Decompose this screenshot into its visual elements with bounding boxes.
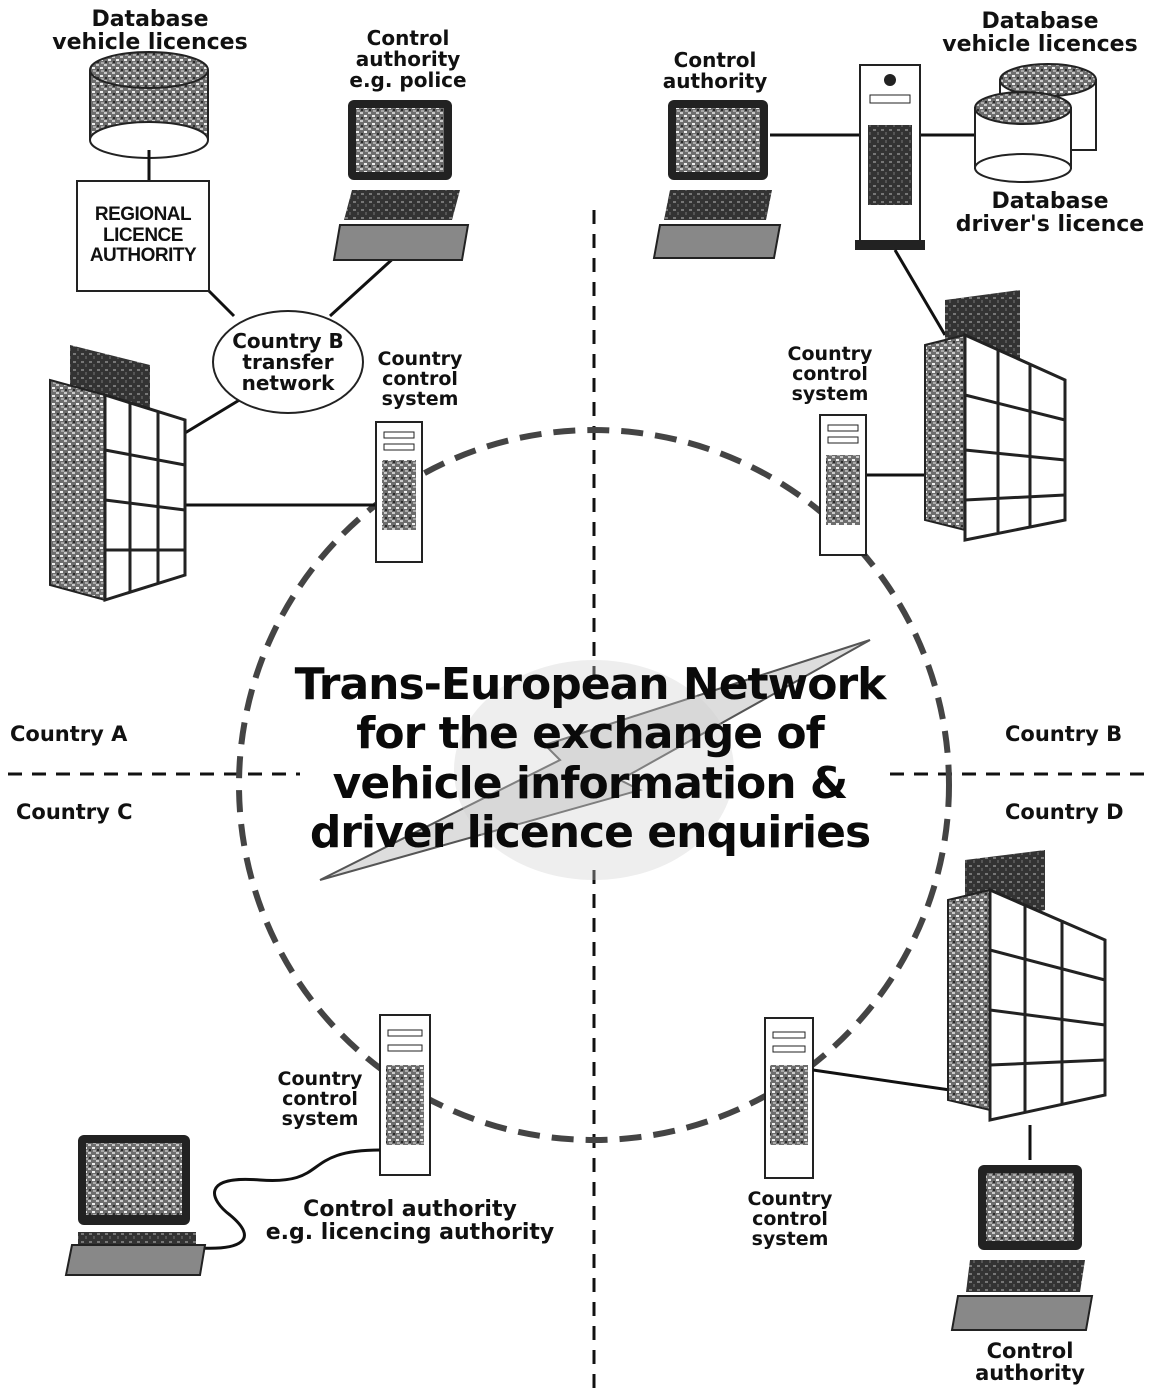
label-line: Country bbox=[787, 343, 873, 365]
regional-licence-authority-box: REGIONAL LICENCE AUTHORITY bbox=[76, 180, 210, 292]
label-line: authority bbox=[355, 47, 461, 71]
control-authority-police-label: Control authority e.g. police bbox=[338, 28, 478, 91]
label-line: AUTHORITY bbox=[89, 245, 197, 267]
label-line: system bbox=[281, 1107, 359, 1130]
title-line: Trans-European Network bbox=[294, 659, 887, 710]
server-tower-icon bbox=[764, 1017, 814, 1179]
database-cylinder-icon bbox=[89, 51, 209, 159]
control-authority-licencing-label: Control authority e.g. licencing authori… bbox=[255, 1198, 565, 1244]
country-d-label: Country D bbox=[1005, 800, 1124, 824]
label-line: system bbox=[381, 387, 459, 410]
database-vehicle-licences-label: Database vehicle licences bbox=[40, 8, 260, 54]
label-line: Country bbox=[747, 1188, 833, 1210]
country-control-system-label: Country control system bbox=[360, 348, 480, 410]
label-line: Country bbox=[377, 348, 463, 370]
label-line: authority bbox=[662, 69, 768, 93]
server-tower-icon bbox=[375, 421, 423, 563]
label-line: LICENCE bbox=[103, 224, 183, 246]
police-computer-icon bbox=[332, 100, 470, 261]
label-line: Control authority bbox=[303, 1197, 517, 1222]
database-vehicle-licences-label: Database vehicle licences bbox=[930, 10, 1150, 56]
title-line: vehicle information & bbox=[332, 757, 849, 809]
label-line: control bbox=[282, 1087, 358, 1110]
control-authority-computer-icon bbox=[950, 1165, 1094, 1331]
label-line: transfer bbox=[242, 349, 334, 374]
label-line: Country B bbox=[232, 328, 344, 353]
label-line: Control bbox=[986, 1339, 1074, 1363]
building-icon bbox=[49, 345, 187, 603]
label-line: Database bbox=[91, 7, 209, 32]
label-line: REGIONAL bbox=[94, 203, 192, 225]
lightning-bolt-icon bbox=[319, 639, 871, 881]
country-b-label: Country B bbox=[1005, 722, 1123, 746]
label-line: control bbox=[752, 1207, 828, 1230]
building-icon bbox=[947, 850, 1107, 1122]
speckle-glow bbox=[454, 660, 734, 880]
label-line: Control bbox=[673, 48, 757, 72]
cable-line bbox=[199, 1148, 381, 1250]
licencing-authority-computer-icon bbox=[64, 1135, 207, 1276]
control-authority-computer-icon bbox=[652, 100, 782, 259]
label-line: vehicle licences bbox=[52, 30, 248, 56]
label-line: Database bbox=[991, 189, 1109, 214]
label-line: system bbox=[751, 1227, 829, 1250]
building-icon bbox=[924, 290, 1067, 542]
title-line: for the exchange of bbox=[356, 708, 825, 760]
label-line: control bbox=[792, 362, 868, 385]
label-line: network bbox=[241, 370, 335, 395]
database-pair-icon bbox=[974, 63, 1097, 183]
country-control-system-label: Country control system bbox=[730, 1188, 850, 1250]
title-line: driver licence enquiries bbox=[309, 806, 871, 858]
label-line: control bbox=[382, 367, 458, 390]
label-line: system bbox=[791, 382, 869, 405]
label-line: Control bbox=[366, 26, 450, 50]
country-control-system-label: Country control system bbox=[770, 343, 890, 405]
control-authority-label: Control authority bbox=[650, 50, 780, 92]
main-server-tower-icon bbox=[855, 64, 925, 250]
label-line: driver's licence bbox=[955, 212, 1145, 238]
label-line: authority bbox=[975, 1361, 1085, 1386]
label-line: Country bbox=[277, 1068, 363, 1090]
country-a-label: Country A bbox=[10, 722, 128, 746]
country-control-system-label: Country control system bbox=[265, 1068, 375, 1130]
network-ring bbox=[236, 427, 952, 1143]
country-c-label: Country C bbox=[16, 800, 133, 824]
country-b-transfer-network: Country B transfer network bbox=[212, 310, 364, 414]
network-title: Trans-European Network for the exchange … bbox=[270, 660, 910, 857]
control-authority-label: Control authority bbox=[960, 1340, 1100, 1384]
label-line: e.g. licencing authority bbox=[265, 1220, 555, 1246]
label-line: vehicle licences bbox=[942, 32, 1138, 58]
label-line: Database bbox=[981, 9, 1099, 34]
server-tower-icon bbox=[819, 414, 867, 556]
label-line: e.g. police bbox=[349, 68, 467, 92]
server-tower-icon bbox=[379, 1014, 431, 1176]
database-drivers-licence-label: Database driver's licence bbox=[945, 190, 1155, 236]
